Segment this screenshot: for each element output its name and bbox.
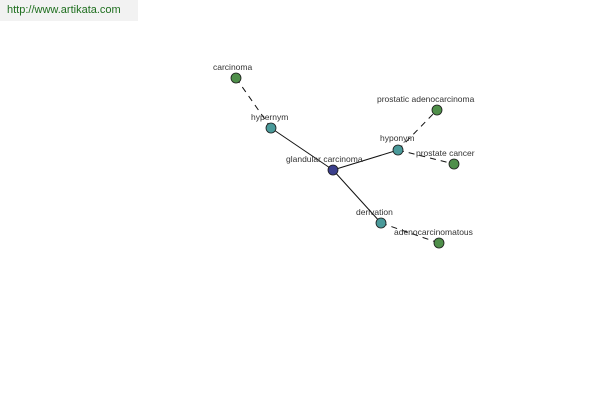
label-prostate-cancer: prostate cancer	[416, 148, 475, 158]
label-prostatic-adenocarcinoma: prostatic adenocarcinoma	[377, 94, 475, 104]
edge-hyponym-prostate-cancer	[397, 149, 455, 165]
node-hypernym[interactable]	[265, 122, 277, 134]
edge-hyponym-prostatic-adenocarcinoma	[397, 109, 438, 151]
node-derivation[interactable]	[375, 217, 387, 229]
edge-center-derivation	[332, 169, 382, 224]
label-adenocarcinomatous: adenocarcinomatous	[394, 227, 473, 237]
watermark-bar: http://www.artikata.com	[0, 0, 138, 21]
node-adenocarcinomatous[interactable]	[433, 237, 445, 249]
label-center: glandular carcinoma	[286, 154, 363, 164]
node-center[interactable]	[327, 164, 339, 176]
node-prostatic-adenocarcinoma[interactable]	[431, 104, 443, 116]
label-carcinoma: carcinoma	[213, 62, 252, 72]
node-hyponym[interactable]	[392, 144, 404, 156]
edge-center-hyponym	[332, 149, 399, 171]
edge-center-hypernym	[270, 127, 334, 171]
label-hypernym: hypernym	[251, 112, 288, 122]
node-prostate-cancer[interactable]	[448, 158, 460, 170]
watermark-link[interactable]: http://www.artikata.com	[7, 4, 121, 16]
label-hyponym: hyponym	[380, 133, 415, 143]
label-derivation: derivation	[356, 207, 393, 217]
node-carcinoma[interactable]	[230, 72, 242, 84]
